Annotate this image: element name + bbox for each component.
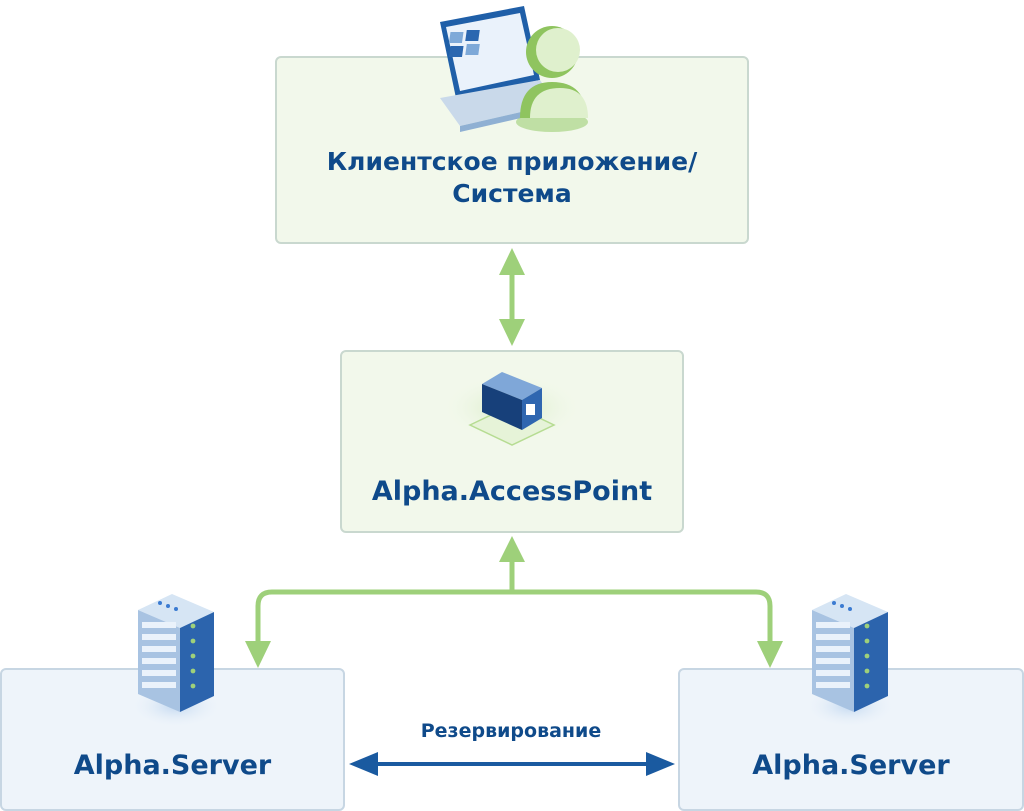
server-left-arrowhead bbox=[245, 641, 271, 668]
user-icon bbox=[516, 26, 588, 132]
access-point-label: Alpha.AccessPoint bbox=[371, 476, 653, 507]
server-left-label: Alpha.Server bbox=[73, 750, 272, 781]
ap-arrowhead bbox=[499, 536, 525, 562]
client-app-label-line1: Клиентское приложение/ bbox=[326, 147, 698, 176]
cube-icon bbox=[442, 372, 582, 446]
laptop-icon bbox=[440, 6, 556, 132]
reservation-label: Резервирование bbox=[420, 720, 602, 742]
server-rack-icon-left bbox=[130, 594, 222, 728]
server-rack-icon-right bbox=[804, 594, 896, 728]
ap-servers-arrow bbox=[255, 560, 773, 645]
client-app-label-line2: Система bbox=[452, 179, 572, 208]
client-app-label: Клиентское приложение/ Система bbox=[275, 146, 749, 210]
client-ap-arrow bbox=[499, 248, 525, 346]
server-right-label: Alpha.Server bbox=[752, 750, 950, 781]
server-right-arrowhead bbox=[757, 641, 783, 668]
reservation-arrow bbox=[349, 752, 675, 776]
